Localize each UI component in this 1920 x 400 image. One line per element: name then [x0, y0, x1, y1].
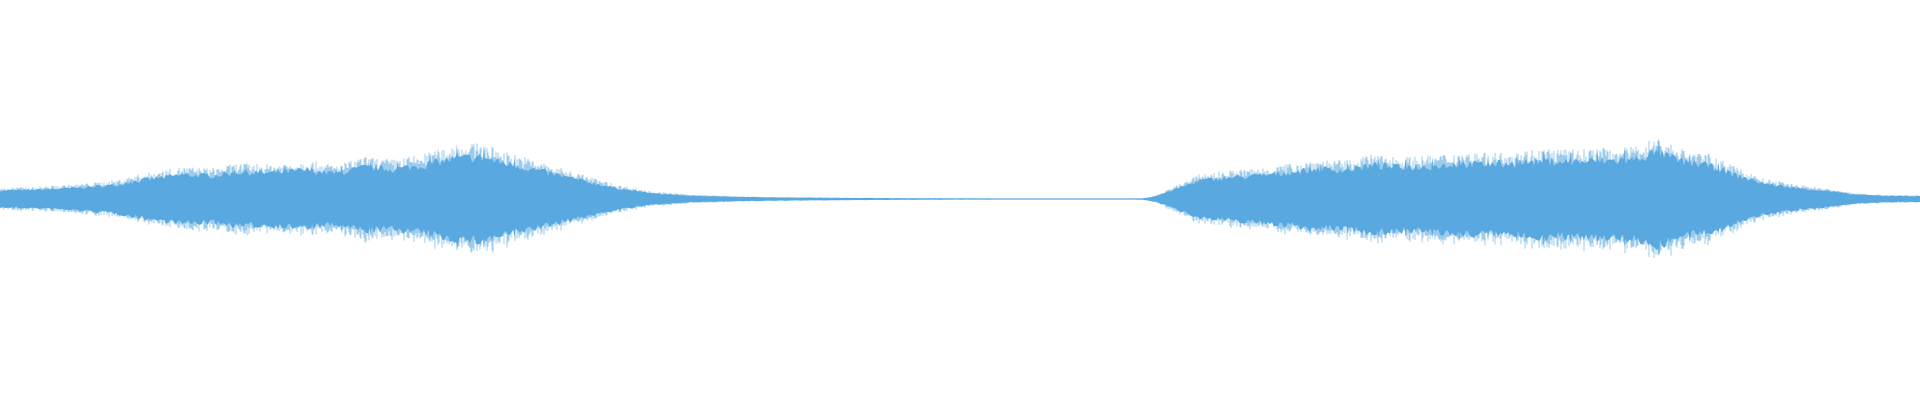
waveform-peak — [257, 168, 266, 229]
waveform-peak — [1316, 163, 1325, 233]
waveform-peak — [280, 165, 289, 231]
waveform-peak — [1566, 150, 1575, 245]
waveform-peak — [393, 161, 402, 235]
waveform-peak — [452, 143, 461, 252]
waveform-peak — [1654, 137, 1663, 258]
waveform-peak — [1539, 149, 1548, 246]
waveform-peak — [1343, 162, 1352, 235]
waveform-peak — [1685, 153, 1694, 243]
waveform-peak — [1714, 162, 1723, 235]
waveform-peak — [1374, 158, 1383, 238]
waveform-peak — [307, 165, 316, 231]
waveform-peak — [366, 160, 375, 236]
waveform-peak — [1401, 159, 1410, 237]
waveform-peak — [1484, 154, 1492, 242]
waveform-peak — [1428, 157, 1437, 239]
waveform-peak — [153, 175, 162, 222]
waveform-peak — [479, 145, 488, 250]
waveform-peak — [178, 170, 187, 227]
waveform-peak — [1455, 154, 1464, 242]
waveform-peak — [426, 152, 435, 244]
waveform-peak — [1593, 150, 1602, 245]
waveform-peak — [203, 171, 212, 225]
waveform-peak — [1512, 152, 1521, 243]
waveform-peak — [337, 165, 346, 231]
waveform-peak — [1620, 148, 1629, 247]
waveform-peak — [510, 157, 519, 239]
waveform-peak — [230, 167, 239, 230]
